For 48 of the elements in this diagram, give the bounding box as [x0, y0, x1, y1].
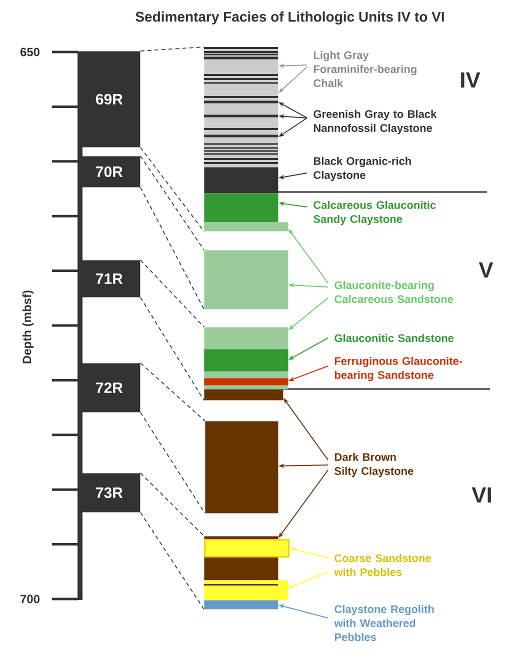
- facies-label: Calcareous Glauconitic Sandy Claystone: [314, 200, 436, 226]
- facies-label: Coarse Sandstone with Pebbles: [334, 554, 431, 576]
- layer-block: [204, 539, 290, 558]
- layer-block: [205, 421, 278, 514]
- facies-label: Dark Brown Silty Claystone: [334, 452, 414, 478]
- correlation-line: [140, 512, 204, 610]
- node-label: 71R: [96, 274, 123, 284]
- correlation-line: [140, 362, 206, 422]
- core-box: 69R: [78, 51, 140, 148]
- correlation-line: [140, 412, 206, 514]
- unit-numeral: V: [478, 262, 494, 278]
- facies-label: Claystone Regolith with Weathered Pebbles: [334, 604, 434, 642]
- layer-block: [204, 193, 278, 222]
- correlation-line: [140, 296, 204, 401]
- facies-label: Ferruginous Glauconite-bearing Sandstone: [334, 356, 462, 382]
- facies-label: Black Organic-rich Claystone: [314, 156, 411, 182]
- unit-numeral: VI: [472, 487, 491, 503]
- layer-block: [204, 47, 278, 168]
- core-box: 71R: [78, 260, 140, 298]
- facies-label: Glauconite-bearing Calcareous Sandstone: [334, 280, 454, 304]
- layer-block: [204, 167, 278, 194]
- core-box: 70R: [78, 156, 140, 188]
- correlation-line: [140, 472, 204, 536]
- title: Sedimentary Facies of Lithologic Units IV to VI: [136, 11, 444, 25]
- facies-label: Light Gray Foraminifer-bearing Chalk: [314, 50, 416, 88]
- axis-title: Depth (mbsf): [22, 290, 34, 364]
- correlation-line: [140, 186, 204, 310]
- layer-block: [204, 389, 284, 400]
- correlation-line: [140, 156, 204, 250]
- facies-label: Glauconitic Sandstone: [334, 334, 454, 342]
- layer-block: [204, 250, 288, 310]
- facies-label: Greenish Gray to Black Nannofossil Claystone: [314, 110, 437, 134]
- node-label: 70R: [96, 166, 123, 177]
- tick-label: 650: [20, 48, 40, 56]
- layer-block: [204, 378, 288, 386]
- layer-block: [204, 222, 288, 232]
- layer-block: [204, 580, 288, 600]
- correlation-line: [140, 260, 204, 328]
- core-box: 72R: [78, 363, 140, 412]
- layer-block: [204, 600, 278, 610]
- node-label: 73R: [96, 487, 123, 498]
- core-box: 73R: [78, 473, 140, 512]
- unit-numeral: IV: [461, 72, 480, 88]
- correlation-line: [140, 146, 204, 232]
- tick-label: 700: [20, 594, 40, 604]
- node-label: 72R: [96, 382, 123, 393]
- correlation-line: [140, 46, 204, 52]
- layer-block: [204, 349, 288, 372]
